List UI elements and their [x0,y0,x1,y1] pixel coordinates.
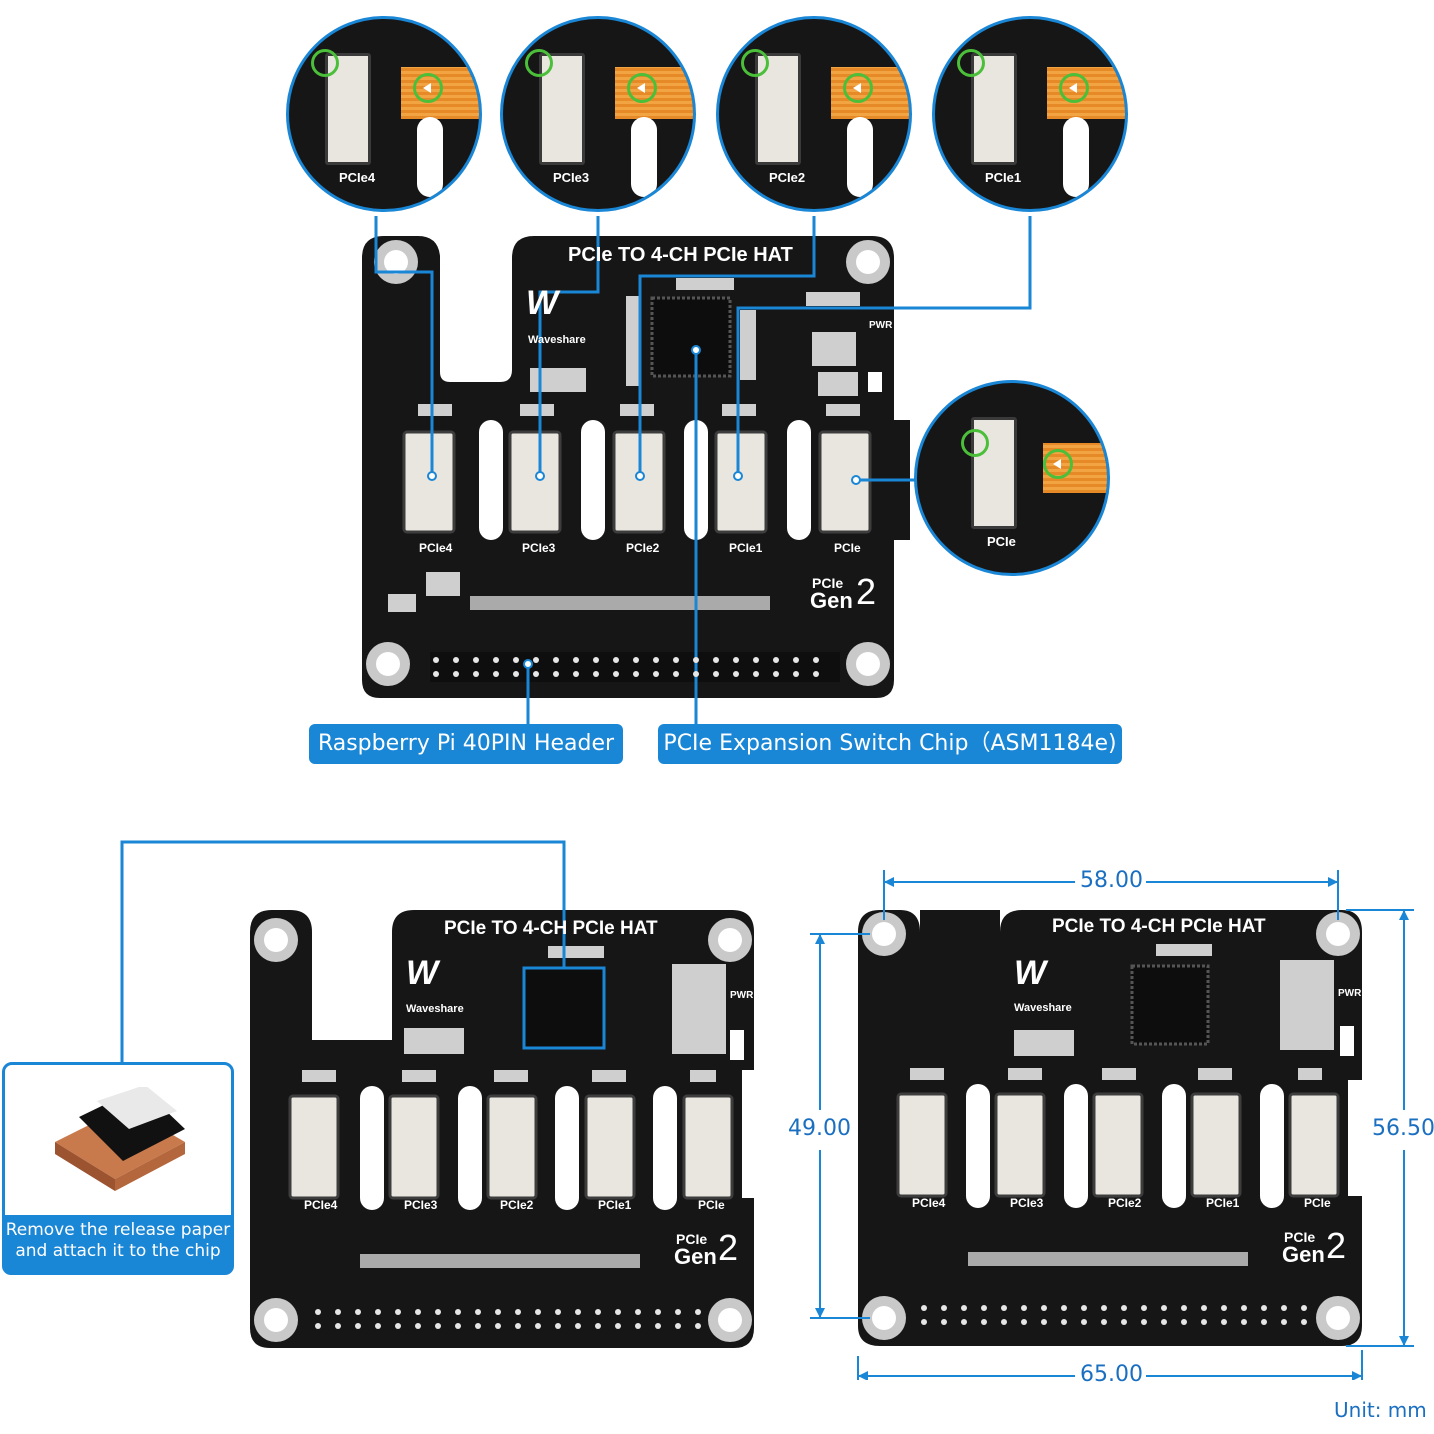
header-tag: Raspberry Pi 40PIN Header [309,724,623,764]
header-pins-bottom-left [315,1309,701,1329]
zoom-label: PCIe3 [553,170,590,185]
dimension-bottom: 65.00 [1080,1362,1143,1387]
dimension-left: 49.00 [788,1116,851,1141]
heatsink-diagram [120,840,754,1348]
heatsink-callout: Remove the release paper and attach it t… [2,1062,234,1275]
zoom-pcie3: PCIe3 [500,16,696,212]
board-title-2: PCIe TO 4-CH PCIe HAT [444,918,658,939]
zoom-pcie2: PCIe2 [716,16,912,212]
dimension-right: 56.50 [1372,1116,1434,1141]
waveshare-logo-icon: W [406,954,439,992]
callout-line2: and attach it to the chip [15,1241,221,1261]
latch-ring-icon [957,49,985,77]
pwr-label-2: PWR [730,990,754,1001]
arrow-marker-icon [1043,449,1073,479]
slots [479,420,811,540]
chip-tag: PCIe Expansion Switch Chip（ASM1184e) [658,724,1122,764]
arrow-marker-icon [843,73,873,103]
latch-ring-icon [961,429,989,457]
port-label-pcie4-3: PCIe4 [912,1196,946,1210]
brand-name-2: Waveshare [406,1003,464,1015]
port-label-pcie2: PCIe2 [626,541,660,555]
zoom-pcie4: PCIe4 [286,16,482,212]
header-pins-bottom-right [921,1305,1307,1325]
waveshare-logo-icon: W [1014,954,1047,992]
dimension-diagram [810,870,1414,1380]
gen-label-2: Gen [674,1244,717,1269]
gen-number: 2 [856,571,877,612]
board-title-3: PCIe TO 4-CH PCIe HAT [1052,916,1266,937]
gen-number-3: 2 [1326,1225,1347,1266]
pwr-label-3: PWR [1338,988,1362,999]
heatsink-icon [55,1087,185,1191]
latch-ring-icon [741,49,769,77]
gen-label-3: Gen [1282,1242,1325,1267]
port-label-pcie-2: PCIe [698,1198,725,1212]
unit-label: Unit: mm [1334,1398,1427,1422]
gen-label: Gen [810,588,853,613]
chip-highlight [522,966,606,1050]
gen-small-label-3: PCIe [1284,1229,1316,1245]
heatsink-leader-line [120,840,566,1062]
port-label-pcie: PCIe [834,541,861,555]
arrow-marker-icon [413,73,443,103]
zoom-label: PCIe [987,534,1016,549]
connectors [402,430,872,534]
leader-lines [374,216,1032,726]
zoom-label: PCIe4 [339,170,376,185]
callout-line1: Remove the release paper [5,1220,231,1240]
board-title: PCIe TO 4-CH PCIe HAT [568,244,793,266]
arrow-marker-icon [627,73,657,103]
callout-banner [2,1215,234,1275]
port-label-pcie3-3: PCIe3 [1010,1196,1044,1210]
port-label-pcie-3: PCIe [1304,1196,1331,1210]
switch-chip [650,296,732,378]
header-pins-top [433,657,819,677]
top-diagram [362,216,1032,726]
dimension-top: 58.00 [1080,868,1143,893]
zoom-label: PCIe2 [769,170,806,185]
gen-small-label-2: PCIe [676,1231,708,1247]
port-label-pcie2-2: PCIe2 [500,1198,534,1212]
gen-small-label: PCIe [812,575,844,591]
zoom-pcie1: PCIe1 [932,16,1128,212]
port-label-pcie1: PCIe1 [729,541,763,555]
port-label-pcie4-2: PCIe4 [304,1198,338,1212]
pin-header [430,652,840,682]
port-label-pcie4: PCIe4 [419,541,453,555]
port-label-pcie2-3: PCIe2 [1108,1196,1142,1210]
zoom-pcie: PCIe [914,380,1110,576]
brand-name-3: Waveshare [1014,1002,1072,1014]
arrow-marker-icon [1059,73,1089,103]
waveshare-logo-icon: W [526,284,559,322]
latch-ring-icon [525,49,553,77]
gen-number-2: 2 [718,1227,739,1268]
latch-ring-icon [311,49,339,77]
zoom-label: PCIe1 [985,170,1022,185]
pwr-label: PWR [869,320,893,331]
port-label-pcie1-3: PCIe1 [1206,1196,1240,1210]
port-label-pcie1-2: PCIe1 [598,1198,632,1212]
port-label-pcie3-2: PCIe3 [404,1198,438,1212]
brand-name: Waveshare [528,334,586,346]
port-label-pcie3: PCIe3 [522,541,556,555]
